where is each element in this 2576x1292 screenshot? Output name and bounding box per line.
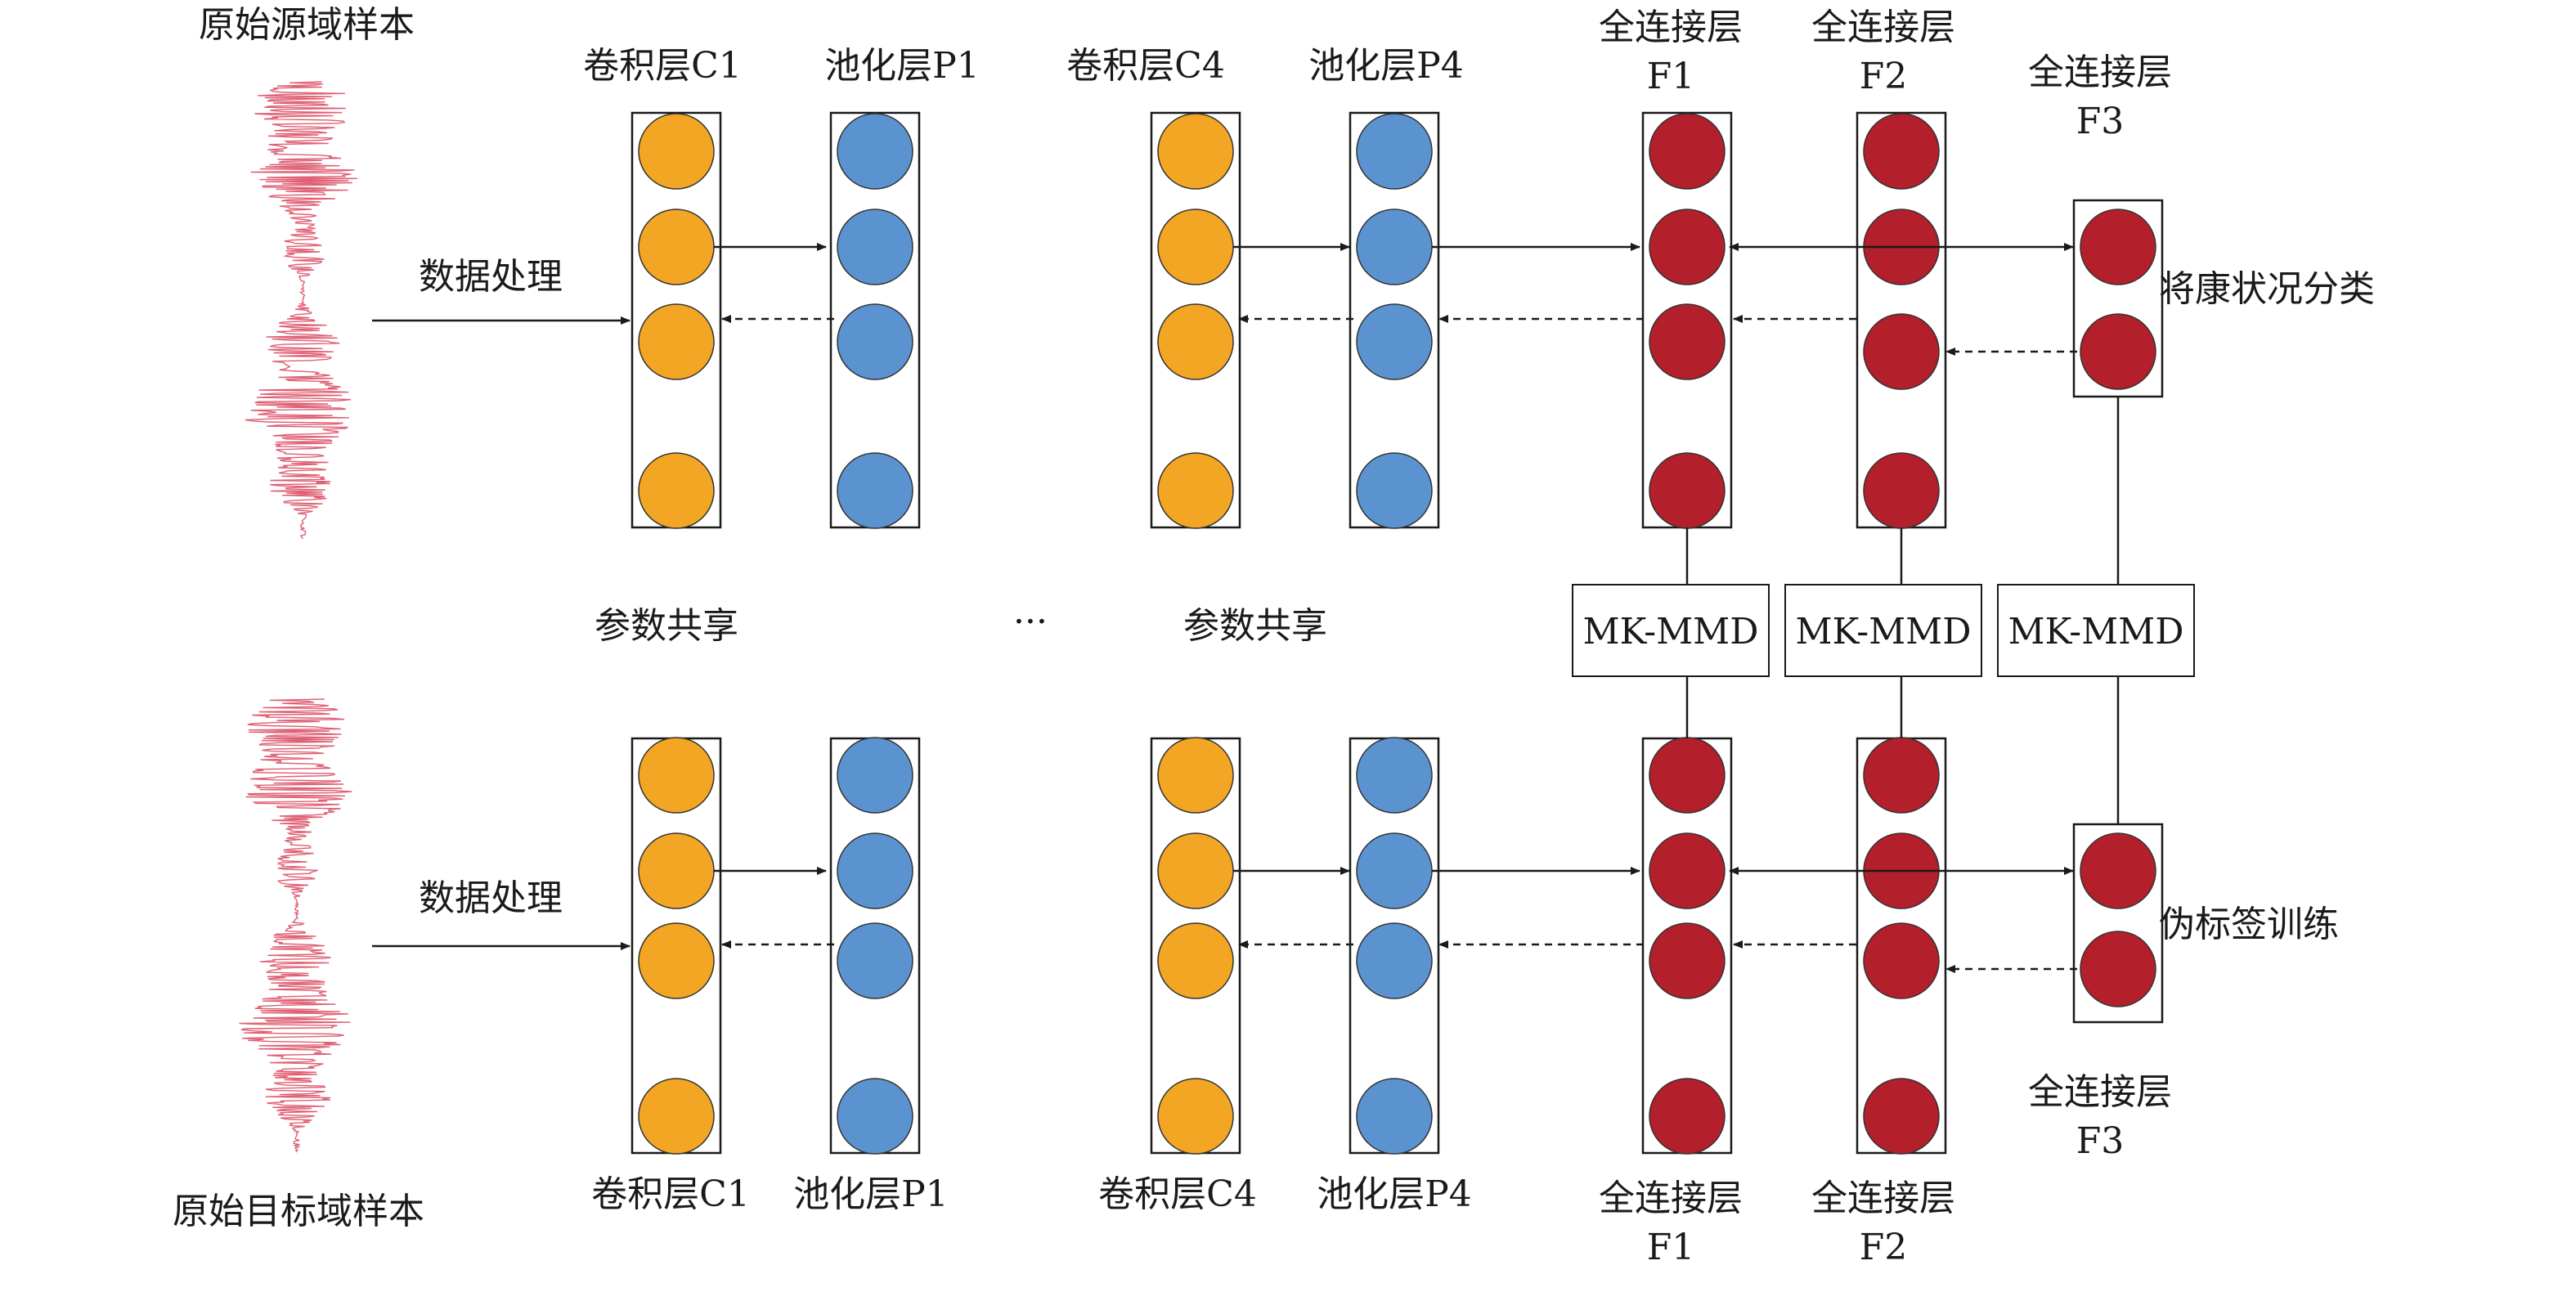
conv-c1-neuron-1-bottom bbox=[638, 737, 715, 814]
fc-f1-label-bottom-line2: F1 bbox=[1647, 1227, 1695, 1268]
pool-p4-neuron-2-top bbox=[1356, 209, 1433, 285]
fc-f3-label-bottom-line2: F3 bbox=[2076, 1120, 2125, 1162]
conv-c4-label-bottom: 卷积层C4 bbox=[1098, 1173, 1257, 1215]
pool-p1-label-top: 池化层P1 bbox=[824, 45, 980, 87]
fc-f2-label-bottom-line1: 全连接层 bbox=[1811, 1178, 1955, 1219]
pool-p1-neuron-1-bottom bbox=[837, 737, 913, 814]
pool-p4-neuron-1-top bbox=[1356, 113, 1433, 190]
fc-f3-neuron-2-bottom bbox=[2080, 931, 2156, 1007]
pool-p4-neuron-1-bottom bbox=[1356, 737, 1433, 814]
fc-f1-label-bottom-line1: 全连接层 bbox=[1599, 1178, 1743, 1219]
connections bbox=[372, 243, 2120, 973]
pool-p1-neuron-4-top bbox=[837, 452, 913, 529]
conv-c1-label-bottom: 卷积层C1 bbox=[591, 1173, 750, 1215]
pool-p1-neuron-4-bottom bbox=[837, 1078, 913, 1155]
conv-c4-neuron-4-bottom bbox=[1157, 1078, 1234, 1155]
param-share-label-1: 参数共享 bbox=[595, 605, 738, 647]
conv-c1-label-top: 卷积层C1 bbox=[583, 45, 742, 87]
target-signal-trace bbox=[239, 698, 352, 1153]
mkmmd-block-3: MK-MMD bbox=[1997, 584, 2195, 677]
fc-f3-label-top-line1: 全连接层 bbox=[2028, 52, 2172, 93]
mkmmd-block-2: MK-MMD bbox=[1784, 584, 1982, 677]
fc-f3-label-bottom-line1: 全连接层 bbox=[2028, 1071, 2172, 1113]
fc-f2-neuron-1-bottom bbox=[1863, 737, 1940, 814]
fc-f1-neuron-3-top bbox=[1649, 303, 1726, 380]
conv-c4-neuron-3-bottom bbox=[1157, 922, 1234, 999]
conv-c1-neuron-3-bottom bbox=[638, 922, 715, 999]
pool-p1-neuron-2-top bbox=[837, 209, 913, 285]
conv-c4-label-top: 卷积层C4 bbox=[1066, 45, 1225, 87]
health-classification-label: 将康状况分类 bbox=[2159, 268, 2375, 310]
conv-c1-neuron-1-top bbox=[638, 113, 715, 190]
fc-f1-neuron-3-bottom bbox=[1649, 922, 1726, 999]
pool-p4-label-top: 池化层P4 bbox=[1308, 45, 1464, 87]
pool-p4-neuron-3-top bbox=[1356, 303, 1433, 380]
fc-f2-neuron-3-bottom bbox=[1863, 922, 1940, 999]
pool-p4-neuron-2-bottom bbox=[1356, 832, 1433, 909]
fc-f2-label-top-line2: F2 bbox=[1860, 56, 1908, 97]
mkmmd-block-1: MK-MMD bbox=[1572, 584, 1770, 677]
conv-c4-neuron-4-top bbox=[1157, 452, 1234, 529]
data-processing-label-bottom: 数据处理 bbox=[419, 877, 563, 919]
conv-c4-neuron-2-top bbox=[1157, 209, 1234, 285]
conv-c4-neuron-1-top bbox=[1157, 113, 1234, 190]
mkmmd-label-3: MK-MMD bbox=[2008, 611, 2184, 653]
fc-f1-neuron-4-bottom bbox=[1649, 1078, 1726, 1155]
pool-p4-neuron-4-bottom bbox=[1356, 1078, 1433, 1155]
fc-f2-neuron-4-bottom bbox=[1863, 1078, 1940, 1155]
fc-f2-neuron-4-top bbox=[1863, 452, 1940, 529]
source-signal-trace bbox=[245, 81, 358, 540]
conv-c1-neuron-3-top bbox=[638, 303, 715, 380]
pool-p4-label-bottom: 池化层P4 bbox=[1317, 1173, 1472, 1215]
fc-f3-neuron-2-top bbox=[2080, 313, 2156, 390]
fc-f3-neuron-1-top bbox=[2080, 209, 2156, 285]
fc-f1-neuron-1-bottom bbox=[1649, 737, 1726, 814]
fc-f1-label-top-line1: 全连接层 bbox=[1599, 7, 1743, 48]
source-signal-waveform bbox=[245, 81, 358, 540]
conv-c4-neuron-3-top bbox=[1157, 303, 1234, 380]
target-sample-label: 原始目标域样本 bbox=[173, 1191, 424, 1232]
mkmmd-label-2: MK-MMD bbox=[1796, 611, 1972, 653]
fc-f1-neuron-1-top bbox=[1649, 113, 1726, 190]
conv-c1-neuron-4-bottom bbox=[638, 1078, 715, 1155]
pool-p4-neuron-3-bottom bbox=[1356, 922, 1433, 999]
pool-p1-neuron-1-top bbox=[837, 113, 913, 190]
fc-f2-neuron-1-top bbox=[1863, 113, 1940, 190]
conv-c1-neuron-2-bottom bbox=[638, 832, 715, 909]
fc-f1-neuron-4-top bbox=[1649, 452, 1726, 529]
fc-f2-label-top-line1: 全连接层 bbox=[1811, 7, 1955, 48]
ellipsis-label: ··· bbox=[1013, 601, 1048, 643]
fc-f2-label-bottom-line2: F2 bbox=[1860, 1227, 1908, 1268]
fc-f3-label-top-line2: F3 bbox=[2076, 101, 2125, 142]
fc-f1-label-top-line2: F1 bbox=[1647, 56, 1695, 97]
fc-f1-neuron-2-top bbox=[1649, 209, 1726, 285]
conv-c4-neuron-2-bottom bbox=[1157, 832, 1234, 909]
target-signal-waveform bbox=[239, 698, 352, 1153]
fc-f1-neuron-2-bottom bbox=[1649, 832, 1726, 909]
conv-c1-neuron-4-top bbox=[638, 452, 715, 529]
data-processing-label-top: 数据处理 bbox=[419, 256, 563, 298]
fc-f3-neuron-1-bottom bbox=[2080, 832, 2156, 909]
fc-f2-neuron-3-top bbox=[1863, 313, 1940, 390]
pool-p1-neuron-2-bottom bbox=[837, 832, 913, 909]
pool-p1-neuron-3-bottom bbox=[837, 922, 913, 999]
conv-c4-neuron-1-bottom bbox=[1157, 737, 1234, 814]
param-share-label-2: 参数共享 bbox=[1183, 605, 1327, 647]
pseudo-label-training-label: 伪标签训练 bbox=[2159, 904, 2339, 945]
mkmmd-label-1: MK-MMD bbox=[1583, 611, 1759, 653]
pool-p1-label-bottom: 池化层P1 bbox=[793, 1173, 949, 1215]
pool-p1-neuron-3-top bbox=[837, 303, 913, 380]
conv-c1-neuron-2-top bbox=[638, 209, 715, 285]
source-sample-label: 原始源域样本 bbox=[199, 4, 415, 46]
pool-p4-neuron-4-top bbox=[1356, 452, 1433, 529]
